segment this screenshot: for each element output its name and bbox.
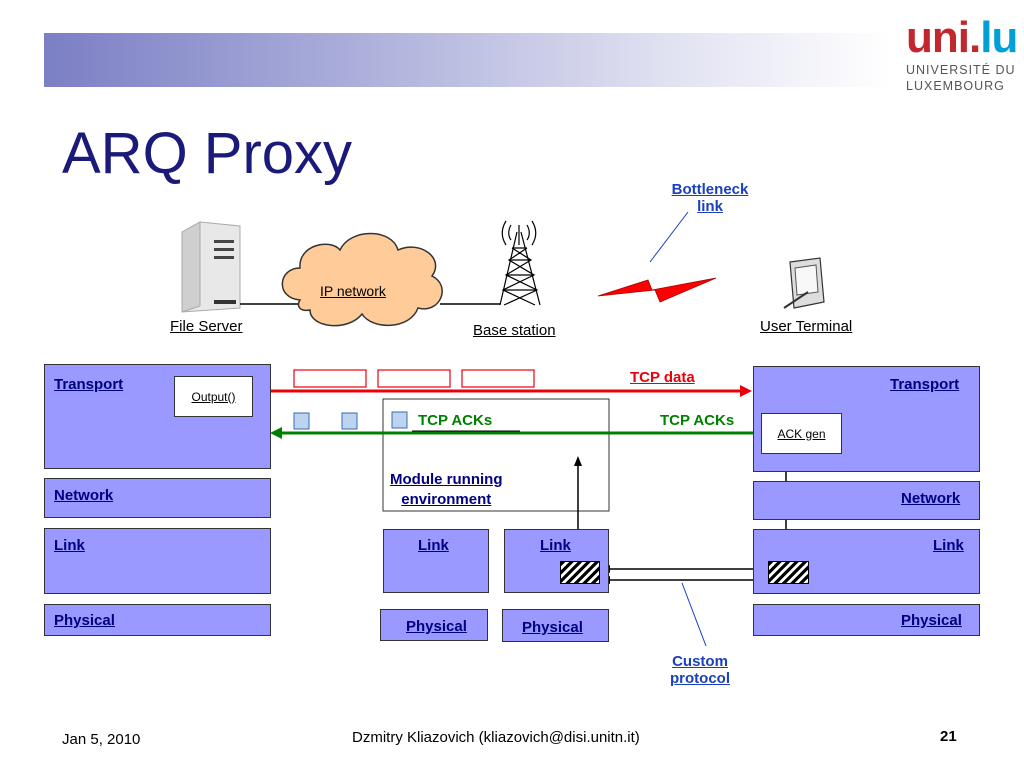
right-physical-label: Physical (901, 612, 962, 629)
module-running-label: Module running environment (390, 471, 503, 508)
slide-title: ARQ Proxy (62, 121, 353, 186)
middle-link-label-a: Link (418, 537, 449, 554)
tcp-acks-middle-label: TCP ACKs (418, 412, 493, 429)
output-function-box: Output() (174, 376, 253, 417)
left-physical-layer (44, 604, 271, 636)
left-network-layer (44, 478, 271, 518)
left-transport-label: Transport (54, 376, 124, 393)
middle-link-layer-a (383, 529, 489, 593)
file-server-label: File Server (170, 318, 243, 335)
left-network-label: Network (54, 487, 114, 504)
bottleneck-link-callout: Bottleneck link (671, 181, 749, 215)
right-network-label: Network (901, 490, 961, 507)
ack-gen-box: ACK gen (761, 413, 842, 454)
wireless-link-icon (597, 277, 717, 303)
footer-date: Jan 5, 2010 (62, 731, 141, 748)
middle-physical-layer-a (380, 609, 488, 641)
middle-link-label-b: Link (540, 537, 571, 554)
file-server-icon (181, 221, 241, 313)
left-link-label: Link (54, 537, 85, 554)
right-network-layer (753, 481, 980, 520)
middle-physical-label-b: Physical (522, 619, 583, 636)
user-terminal-pda-icon (783, 257, 825, 309)
custom-protocol-callout: Custom protocol (670, 653, 730, 687)
left-physical-label: Physical (54, 612, 115, 629)
right-link-label: Link (933, 537, 964, 554)
base-station-label: Base station (473, 322, 556, 339)
middle-physical-layer-b (502, 609, 609, 642)
right-transport-label: Transport (890, 376, 960, 393)
left-link-layer (44, 528, 271, 594)
right-physical-layer (753, 604, 980, 636)
header-bar (44, 33, 890, 87)
base-station-tower-icon (499, 220, 541, 306)
middle-physical-label-a: Physical (406, 618, 467, 635)
page-number: 21 (940, 728, 957, 745)
right-custom-protocol-module (768, 561, 809, 584)
middle-custom-protocol-module (560, 561, 600, 584)
footer-author: Dzmitry Kliazovich (kliazovich@disi.unit… (352, 729, 640, 746)
ip-network-label: IP network (320, 283, 386, 299)
tcp-acks-right-label: TCP ACKs (660, 412, 735, 429)
tcp-data-label: TCP data (630, 369, 695, 386)
university-logo: uni.lu UNIVERSITÉ DU LUXEMBOURG (906, 13, 1018, 94)
user-terminal-label: User Terminal (760, 318, 853, 335)
ip-network-cloud-icon (281, 232, 443, 327)
